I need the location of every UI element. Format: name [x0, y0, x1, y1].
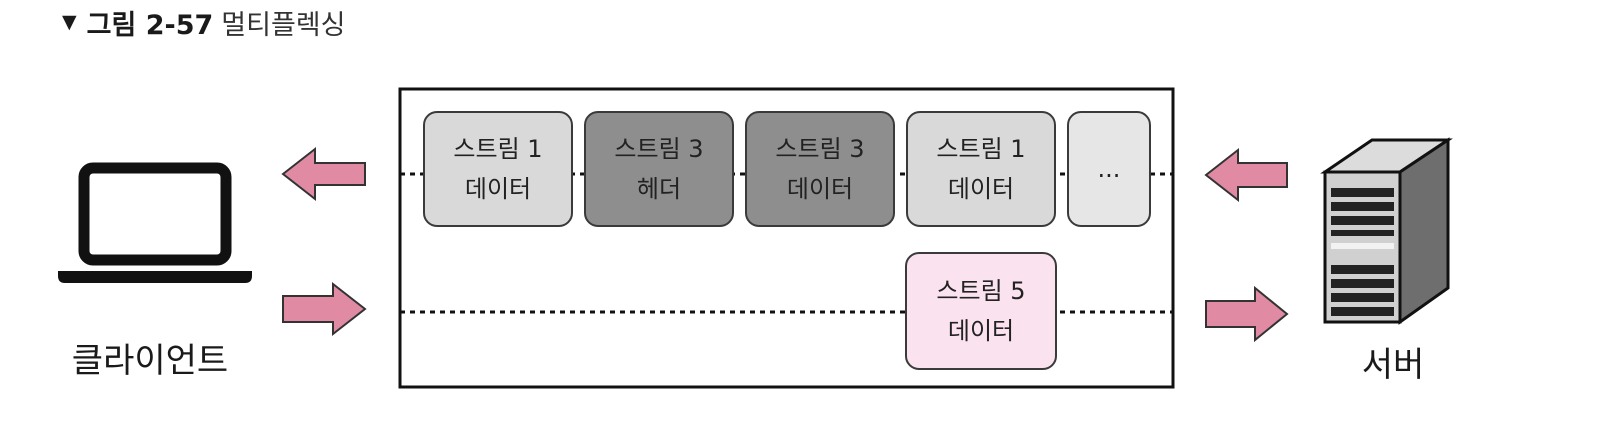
server-label: 서버 — [1361, 345, 1425, 385]
block-arrow-icon — [281, 146, 366, 202]
stream-frame: 스트림 5 데이터 — [905, 252, 1057, 370]
ellipsis: ... — [1097, 155, 1121, 183]
stream-id: 스트림 5 — [936, 277, 1026, 305]
frame-type: 헤더 — [636, 175, 682, 203]
frame-type: 데이터 — [947, 317, 1015, 345]
stream-id: 스트림 3 — [614, 135, 704, 163]
caption-marker: ▼ — [62, 11, 77, 33]
block-arrow-icon — [282, 281, 367, 337]
stream-frame: 스트림 3 데이터 — [745, 111, 895, 227]
frame-type: 데이터 — [464, 175, 532, 203]
figure-title: 멀티플렉싱 — [221, 9, 346, 41]
figure-number: 그림 2-57 — [86, 9, 214, 41]
block-arrow-icon — [1204, 147, 1288, 203]
stream-id: 스트림 1 — [936, 135, 1026, 163]
block-arrow-icon — [1205, 285, 1289, 343]
client-label: 클라이언트 — [71, 341, 229, 381]
stream-frame: 스트림 1 데이터 — [423, 111, 573, 227]
server-tower-icon — [1320, 137, 1453, 325]
frame-type: 데이터 — [947, 175, 1015, 203]
stream-id: 스트림 1 — [453, 135, 543, 163]
laptop-icon — [58, 162, 252, 283]
frame-type: 데이터 — [786, 175, 854, 203]
stream-frame: 스트림 3 헤더 — [584, 111, 734, 227]
figure-caption: ▼ 그림 2-57 멀티플렉싱 — [62, 2, 345, 42]
stream-frame: 스트림 1 데이터 — [906, 111, 1056, 227]
stream-id: 스트림 3 — [775, 135, 865, 163]
stream-frame-ellipsis: ... — [1067, 111, 1151, 227]
